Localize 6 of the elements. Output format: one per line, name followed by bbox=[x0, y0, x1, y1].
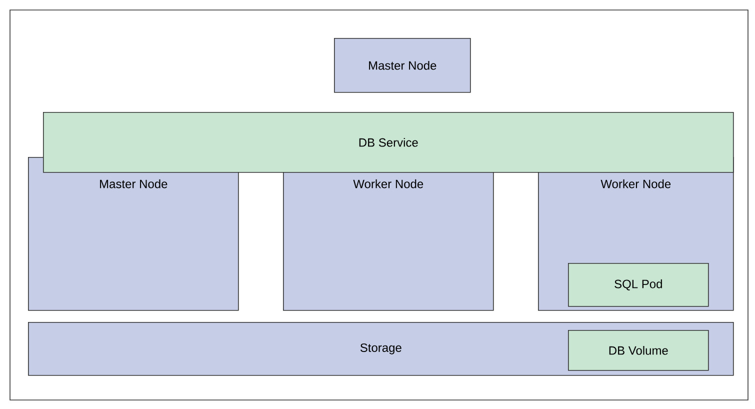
node-box: Master Node bbox=[334, 38, 471, 93]
service-band: DB Service bbox=[43, 112, 734, 173]
pod-box: SQL Pod bbox=[568, 262, 709, 307]
node-box: Master Node bbox=[28, 156, 239, 311]
volume-box: DB Volume bbox=[568, 330, 709, 371]
node-box: Worker Node bbox=[283, 156, 494, 311]
